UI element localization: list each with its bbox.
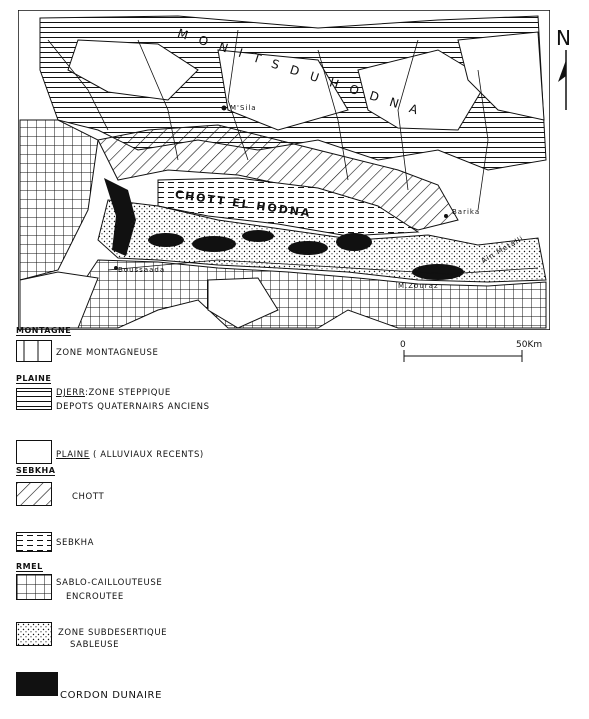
- town-boussaada-dot: [114, 266, 118, 270]
- dune-cordon-6: [336, 233, 372, 251]
- plain-patch-1: [67, 39, 199, 101]
- plain-patch-3: [357, 49, 489, 131]
- road-line: [107, 259, 539, 275]
- rmel-zone-south: [77, 259, 547, 329]
- north-letter: N: [556, 26, 571, 50]
- scale-zero: 0: [400, 340, 406, 350]
- legend-chott: CHOTT: [72, 492, 105, 502]
- plain-patch-sw: [19, 271, 99, 329]
- legend-djerr-text: :ZONE STEPPIQUE: [84, 388, 171, 398]
- swatch-montagne: [16, 340, 52, 362]
- legend-heading-sebkha: SEBKHA: [16, 466, 56, 476]
- legend-heading-rmel: RMEL: [16, 562, 43, 572]
- legend-rmel-line1: SABLO-CAILLOUTEUSE: [56, 578, 163, 588]
- plain-patch-s: [207, 277, 279, 329]
- swatch-plaine-recente: [16, 440, 52, 464]
- swatch-plaine: [16, 388, 52, 410]
- legend-depots: DEPOTS QUATERNAIRS ANCIENS: [56, 402, 210, 412]
- plain-patch-2: [217, 49, 349, 131]
- legend-plaine-recente-rest: ( ALLUVIAUX RECENTS): [89, 450, 204, 460]
- swatch-rmel: [16, 574, 52, 600]
- map-area: [18, 10, 550, 330]
- label-boussaada: Boussaada: [118, 266, 166, 274]
- swatch-sebkha: [16, 532, 52, 552]
- legend-plaine-recente-underlined: PLAINE: [56, 450, 90, 460]
- legend-montagne-text: ZONE MONTAGNEUSE: [56, 348, 159, 358]
- map-svg: [18, 10, 550, 330]
- dune-cordon-3: [192, 236, 236, 252]
- wadi-lines: [47, 29, 489, 211]
- town-barika-dot: [444, 214, 448, 218]
- label-msila: M'Sila: [230, 104, 257, 112]
- legend-djerr-prefix: DJERR: [56, 388, 85, 398]
- legend-djerr: DJERR:ZONE STEPPIQUE: [56, 388, 171, 398]
- dune-cordon-7: [412, 264, 464, 280]
- legend-subdesert-line2: SABLEUSE: [70, 640, 120, 650]
- town-msila-dot: [221, 105, 227, 111]
- scale-max: 50Km: [516, 340, 543, 350]
- legend-plaine-recente: PLAINE ( ALLUVIAUX RECENTS): [56, 450, 204, 460]
- swatch-chott: [16, 482, 52, 506]
- legend-sebkha: SEBKHA: [56, 538, 94, 548]
- north-arrow-icon: [558, 50, 567, 110]
- sebkha-hatch: [158, 178, 418, 236]
- legend-heading-montagne: MONTAGNE: [16, 326, 72, 336]
- swatch-cordon: [16, 672, 58, 696]
- plain-patch-4: [457, 31, 545, 121]
- legend-heading-plaine: PLAINE: [16, 374, 52, 384]
- label-barika: Barika: [452, 208, 481, 216]
- legend: MONTAGNE ZONE MONTAGNEUSE PLAINE DJERR:Z…: [16, 326, 346, 716]
- legend-rmel-line2: ENCROUTEE: [66, 592, 124, 602]
- legend-subdesert-line1: ZONE SUBDESERTIQUE: [58, 628, 168, 638]
- label-zouraz: M.Zouraz: [398, 282, 439, 290]
- legend-cordon: CORDON DUNAIRE: [60, 690, 162, 701]
- dune-cordon-1: [104, 178, 136, 256]
- swatch-subdesert: [16, 622, 52, 646]
- dune-cordon-5: [288, 241, 328, 255]
- dune-cordon-2: [148, 233, 184, 247]
- dune-cordon-4: [242, 230, 274, 242]
- scale-bar: [398, 342, 538, 372]
- subdesert-zone: [97, 199, 547, 283]
